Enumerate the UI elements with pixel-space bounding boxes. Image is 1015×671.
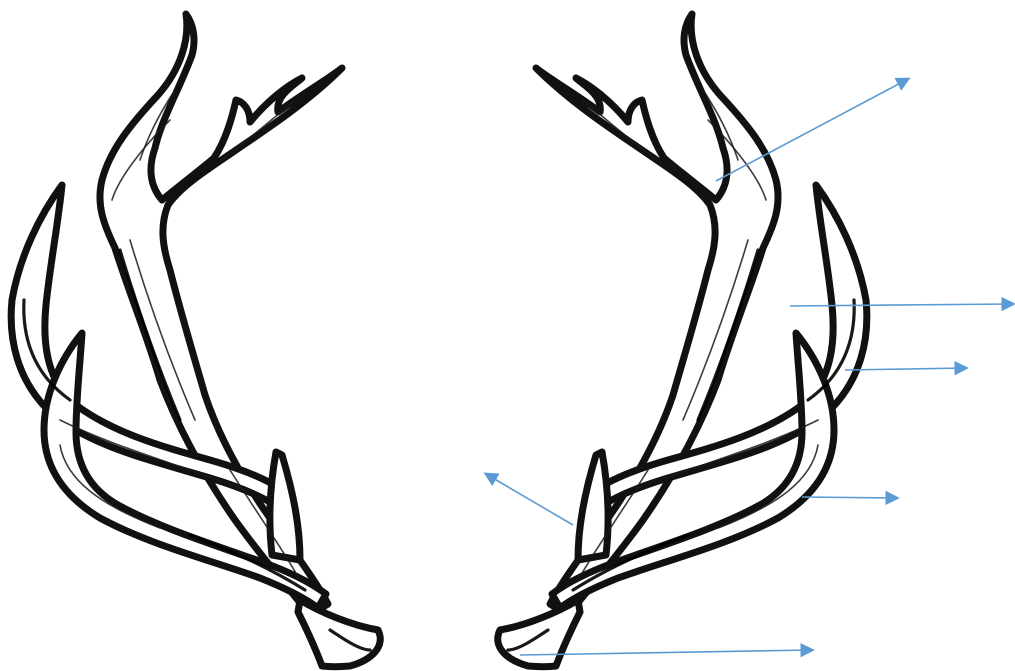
- pointer-arrow-lower-tine: [802, 497, 897, 498]
- left-brow-tine: [270, 452, 300, 560]
- pointer-arrow-outer-tine: [845, 368, 966, 370]
- right-antler: [498, 14, 867, 667]
- pointer-arrow-main-beam: [790, 304, 1013, 306]
- left-antler: [11, 14, 380, 667]
- left-burr: [298, 600, 380, 667]
- right-burr: [498, 600, 580, 667]
- pointer-arrow-brow-tine: [486, 474, 573, 525]
- right-brow-tine: [578, 452, 608, 560]
